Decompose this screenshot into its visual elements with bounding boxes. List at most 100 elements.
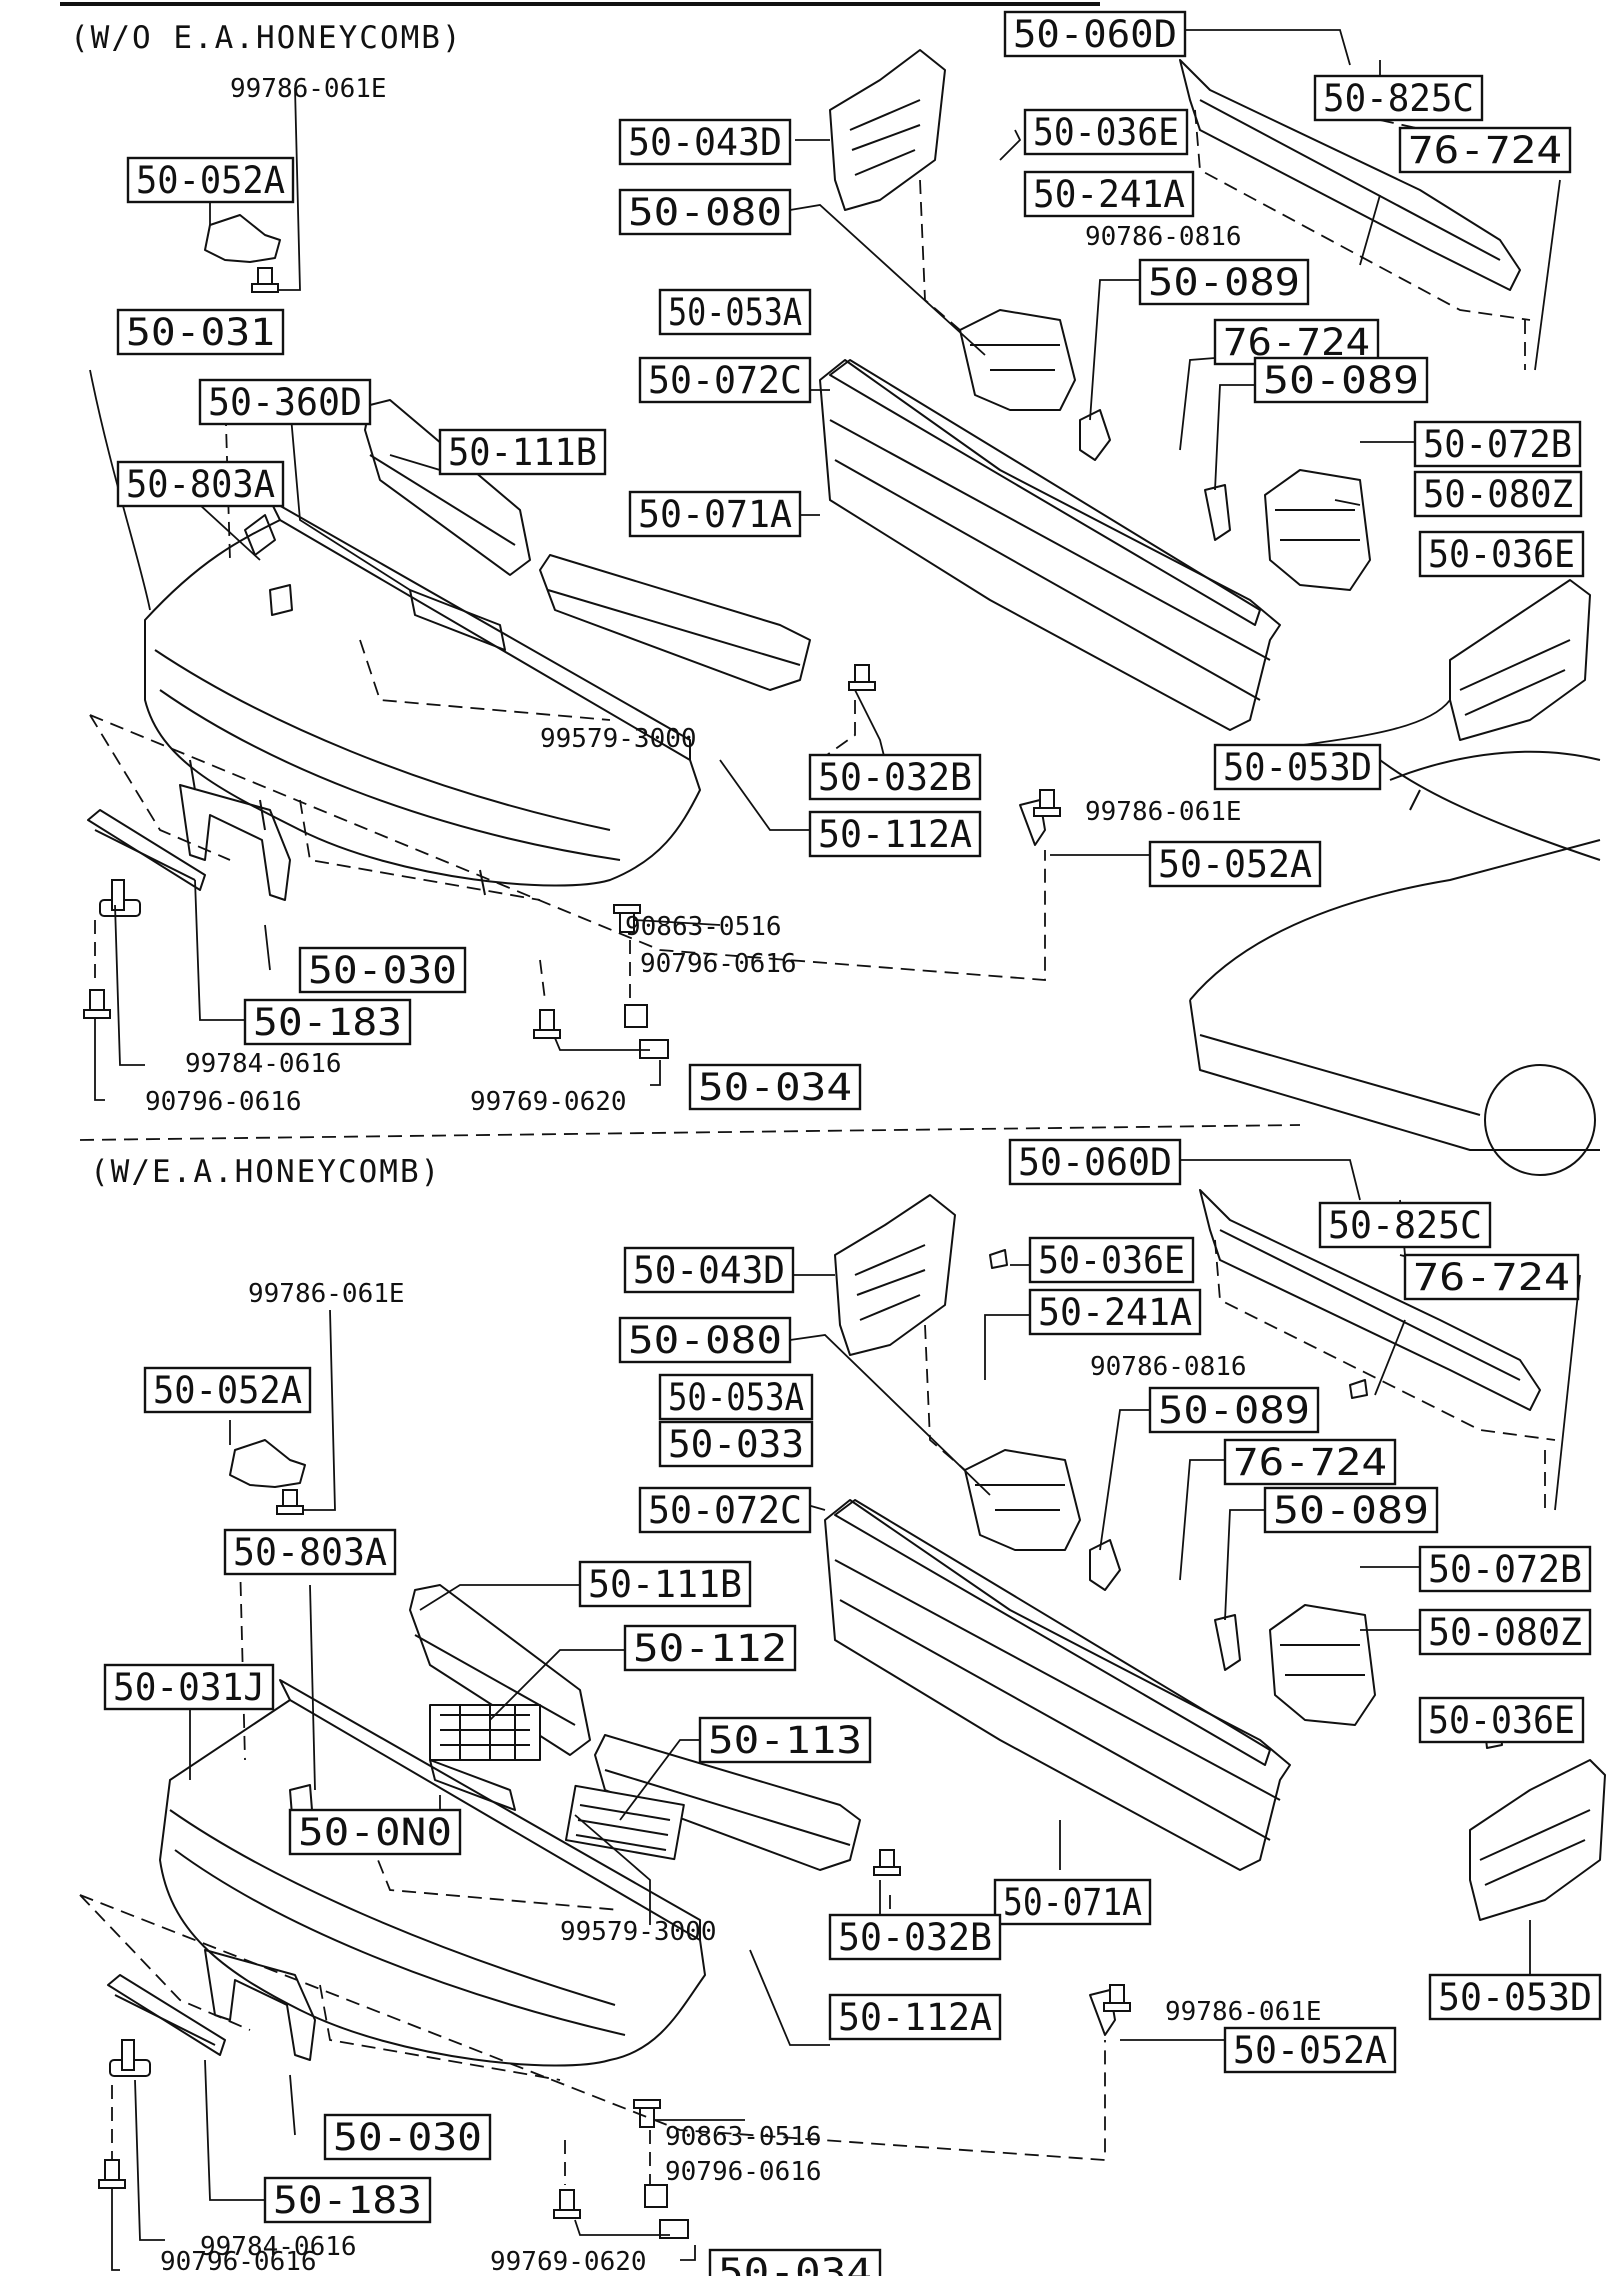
part-number-label: 50-803A [233, 1531, 387, 1574]
part-box-frame [1223, 2026, 1397, 2074]
part-box-50-089: 50-089 [1148, 1386, 1320, 1434]
part-box-frame [708, 2248, 882, 2276]
part-number-label: 50-031 [126, 311, 275, 354]
part-box-frame [1148, 1386, 1320, 1434]
part-number-label: 50-053D [1223, 746, 1372, 789]
part-box-frame [808, 810, 982, 858]
part-number-label: 50-072B [1423, 423, 1572, 466]
part-number-label: 50-071A [1003, 1881, 1142, 1924]
part-box-50-080: 50-080 [618, 1316, 792, 1364]
part-box-frame [1263, 1486, 1439, 1534]
part-box-50-031j: 50-031J [103, 1663, 275, 1711]
part-number-label: 50-089 [1273, 1489, 1429, 1532]
part-box-frame [578, 1560, 752, 1608]
part-box-frame [143, 1366, 312, 1414]
part-number-label: 50-825C [1323, 77, 1474, 120]
part-number-label: 50-241A [1033, 173, 1185, 216]
part-box-50-032b: 50-032B [828, 1913, 1002, 1961]
part-box-frame [1428, 1973, 1602, 2021]
part-number-label: 50-0N0 [298, 1811, 452, 1854]
part-box-frame [263, 2176, 432, 2224]
bumper-cover-2 [159, 1699, 706, 2067]
section-divider [79, 1124, 1301, 1141]
part-number-label: 50-112A [818, 813, 972, 856]
part-box-50-072b: 50-072B [1418, 1545, 1592, 1593]
part-number-text: 99579-3000 [540, 724, 697, 754]
part-box-50-803a: 50-803A [116, 460, 285, 508]
part-number-label: 50-034 [718, 2251, 872, 2276]
section-2-drawings [98, 1189, 1606, 2239]
part-box-50-033: 50-033 [658, 1420, 814, 1468]
section-1-leaders [89, 29, 1561, 1101]
part-box-50-031: 50-031 [116, 308, 285, 356]
part-box-50-043d: 50-043D [618, 118, 792, 166]
part-number-text: 90863-0516 [665, 2122, 822, 2152]
part-box-50-183: 50-183 [243, 998, 412, 1046]
part-box-frame [1028, 1236, 1195, 1284]
part-box-50-053d: 50-053D [1213, 743, 1382, 791]
part-number-label: 50-111B [448, 431, 597, 474]
part-box-frame [438, 428, 607, 476]
part-box-50-036e: 50-036E [1418, 1696, 1585, 1744]
absorber-071a [819, 359, 1281, 731]
part-number-label: 50-112 [633, 1627, 787, 1670]
section-2-leaders [111, 1159, 1581, 2271]
section-title-1: (W/O E.A.HONEYCOMB) [70, 20, 463, 56]
part-number-label: 50-825C [1328, 1204, 1482, 1247]
part-number-label: 50-241A [1038, 1291, 1192, 1334]
part-box-frame [1028, 1288, 1202, 1336]
part-number-label: 50-183 [273, 2179, 422, 2222]
part-box-76-724: 76-724 [1398, 126, 1572, 174]
part-box-frame [103, 1663, 275, 1711]
part-number-label: 50-060D [1013, 13, 1177, 56]
part-box-frame [628, 490, 802, 538]
part-number-text: 90863-0516 [625, 912, 782, 942]
part-box-frame [638, 356, 812, 404]
part-box-frame [1138, 258, 1310, 306]
part-box-50-034: 50-034 [708, 2248, 882, 2276]
part-box-50-030: 50-030 [298, 946, 467, 994]
part-number-label: 50-080Z [1428, 1611, 1582, 1654]
part-box-50-072c: 50-072C [638, 356, 812, 404]
part-number-label: 50-030 [308, 949, 457, 992]
part-number-label: 50-033 [668, 1423, 804, 1466]
trim-111b-2 [409, 1584, 591, 1756]
part-number-text: 99786-061E [1165, 1997, 1322, 2027]
part-number-label: 50-803A [126, 463, 275, 506]
part-number-label: 50-031J [113, 1666, 265, 1709]
part-box-50-071a: 50-071A [993, 1878, 1152, 1926]
part-box-frame [126, 156, 295, 204]
part-number-label: 50-053A [668, 291, 802, 334]
part-box-50-080: 50-080 [618, 188, 792, 236]
part-box-50-183: 50-183 [263, 2176, 432, 2224]
part-box-50-072c: 50-072C [638, 1486, 812, 1534]
part-box-frame [1418, 1696, 1585, 1744]
part-box-frame [1403, 1253, 1580, 1301]
part-box-frame [1213, 743, 1382, 791]
part-number-label: 76-724 [1408, 129, 1562, 172]
bracket-053d [1449, 579, 1591, 741]
part-box-50-071a: 50-071A [628, 490, 802, 538]
part-number-label: 50-052A [153, 1369, 302, 1412]
part-box-frame [1313, 74, 1484, 122]
part-number-label: 50-052A [1158, 843, 1312, 886]
part-box-50-072b: 50-072B [1413, 420, 1582, 468]
part-number-label: 50-052A [136, 159, 285, 202]
part-box-50-036e: 50-036E [1023, 108, 1189, 156]
part-box-50-803a: 50-803A [223, 1528, 397, 1576]
part-number-label: 50-036E [1033, 111, 1179, 154]
part-box-frame [1398, 126, 1572, 174]
part-number-label: 50-032B [838, 1916, 992, 1959]
part-box-frame [1008, 1138, 1182, 1186]
part-number-label: 50-080 [628, 191, 782, 234]
part-number-text: 99786-061E [1085, 797, 1242, 827]
part-number-label: 50-089 [1158, 1389, 1310, 1432]
part-box-frame [1003, 10, 1187, 58]
part-box-50-053d: 50-053D [1428, 1973, 1602, 2021]
part-box-50-241a: 50-241A [1023, 170, 1195, 218]
part-box-50-032b: 50-032B [808, 753, 982, 801]
bracket-053d-2 [1469, 1759, 1606, 1921]
part-box-frame [808, 753, 982, 801]
part-box-frame [828, 1913, 1002, 1961]
